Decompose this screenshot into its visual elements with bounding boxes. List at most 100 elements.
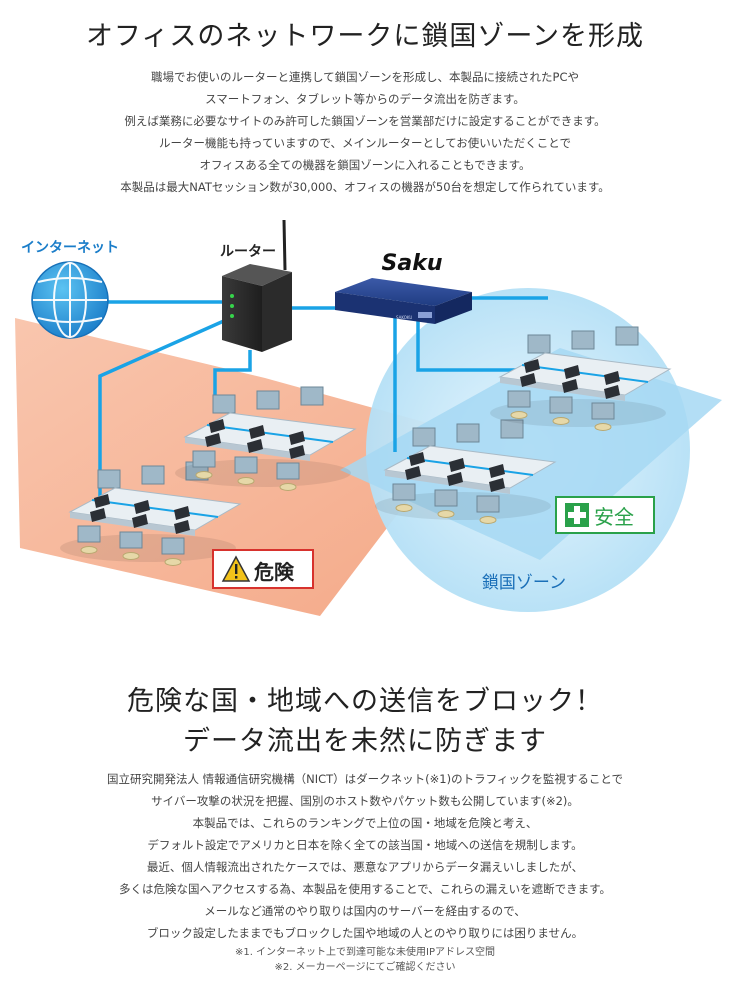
laptop-icon: [174, 520, 190, 534]
chair-base: [279, 483, 297, 491]
laptop-icon: [132, 514, 148, 528]
router-label: ルーター: [220, 244, 276, 260]
laptop-icon: [604, 371, 620, 385]
laptop-icon: [524, 359, 540, 373]
svg-text:SAKOKU: SAKOKU: [396, 315, 412, 320]
chair-base: [395, 504, 413, 512]
chair-front: [192, 450, 216, 468]
laptop-icon: [90, 508, 106, 522]
section2-line: 国立研究開発法人 情報通信研究機構（NICT）はダークネット(※1)のトラフィッ…: [106, 772, 624, 786]
network-diagram: インターネット ルーター Saku SAKOKU: [15, 219, 722, 616]
section2-line: メールなど通常のやり取りは国内のサーバーを経由するので、: [204, 904, 526, 918]
laptop-icon: [489, 478, 505, 492]
svg-text:安全: 安全: [594, 505, 634, 529]
chair-front: [476, 495, 500, 513]
green-cross-icon: [565, 503, 589, 527]
chair-back: [615, 326, 639, 346]
desk-clusters: [60, 326, 672, 566]
chair-front: [276, 462, 300, 480]
section1-line: ルーター機能も持っていますので、メインルーターとしてお使いいただくことで: [159, 136, 571, 150]
chair-base: [510, 411, 528, 419]
section2-line: 本製品では、これらのランキングで上位の国・地域を危険と考え、: [192, 816, 538, 830]
section1-line: オフィスある全ての機器を鎖国ゾーンに入れることもできます。: [199, 158, 531, 172]
warning-icon: [221, 555, 251, 582]
internet-label: インターネット: [21, 240, 119, 256]
laptop-icon: [562, 379, 578, 393]
chair-base: [594, 423, 612, 431]
chair-back: [256, 390, 280, 410]
chair-back: [500, 419, 524, 439]
desk-cluster: [375, 419, 557, 524]
chair-base: [479, 516, 497, 524]
sakoku-device-icon: SAKOKU: [335, 278, 472, 324]
chair-front: [434, 489, 458, 507]
safe-badge: 安全: [555, 496, 655, 534]
laptop-icon: [405, 466, 421, 480]
laptop-icon: [289, 445, 305, 459]
laptop-icon: [94, 494, 110, 508]
chair-front: [119, 531, 143, 549]
chair-back: [571, 330, 595, 350]
chair-back: [456, 423, 480, 443]
section1-line: スマートフォン、タブレット等からのデータ流出を防ぎます。: [205, 92, 525, 106]
danger-badge: 危険: [212, 549, 314, 589]
section2-paragraph: 国立研究開発法人 情報通信研究機構（NICT）はダークネット(※1)のトラフィッ…: [0, 768, 730, 944]
chair-base: [552, 417, 570, 425]
chair-base: [122, 552, 140, 560]
chair-front: [234, 456, 258, 474]
chair-front: [392, 483, 416, 501]
chair-base: [164, 558, 182, 566]
chair-back: [97, 469, 121, 489]
chair-front: [161, 537, 185, 555]
footnotes: ※1. インターネット上で到達可能な未使用IPアドレス空間 ※2. メーカーペー…: [0, 945, 730, 975]
zone-label: 鎖国ゾーン: [482, 573, 566, 593]
section2-line: デフォルト設定でアメリカと日本を除く全ての該当国・地域への送信を規制します。: [147, 838, 583, 852]
section2-title-line: データ流出を未然に防ぎます: [183, 726, 547, 757]
section2-line: 最近、個人情報流出されたケースでは、悪意なアプリからデータ漏えいしましたが、: [146, 860, 584, 874]
laptop-icon: [289, 431, 305, 445]
chair-base: [80, 546, 98, 554]
laptop-icon: [249, 425, 265, 439]
globe-icon: [31, 261, 109, 339]
laptop-icon: [449, 458, 465, 472]
section1-title: オフィスのネットワークに鎖国ゾーンを形成: [85, 21, 645, 52]
laptop-icon: [409, 452, 425, 466]
footnote: ※1. インターネット上で到達可能な未使用IPアドレス空間: [234, 947, 496, 958]
laptop-icon: [564, 365, 580, 379]
chair-base: [437, 510, 455, 518]
section2-line: サイバー攻撃の状況を把握、国別のホスト数やパケット数も公開しています(※2)。: [151, 794, 579, 808]
chair-back: [212, 394, 236, 414]
laptop-icon: [174, 506, 190, 520]
chair-back: [412, 427, 436, 447]
section2-line: 多くは危険な国へアクセスする為、本製品を使用することで、これらの漏えいを遮断でき…: [119, 882, 611, 896]
section1-paragraph: 職場でお使いのルーターと連携して鎖国ゾーンを形成し、本製品に接続されたPCや ス…: [0, 66, 730, 198]
laptop-icon: [604, 385, 620, 399]
section1-line: 本製品は最大NATセッション数が30,000、オフィスの機器が50台を想定して作…: [120, 180, 610, 194]
section2-title-line: 危険な国・地域への送信をブロック！: [127, 686, 603, 717]
footnote: ※2. メーカーページにてご確認ください: [274, 962, 456, 973]
section1-line: 例えば業務に必要なサイトのみ許可した鎖国ゾーンを営業部だけに設定することができま…: [124, 114, 606, 128]
brand-logo: Saku: [382, 251, 443, 276]
desk-cluster: [60, 461, 242, 566]
section2-line: ブロック設定したままでもブロックした国や地域の人とのやり取りには困りません。: [146, 926, 584, 940]
section2-title: 危険な国・地域への送信をブロック！ データ流出を未然に防ぎます: [0, 682, 730, 762]
chair-front: [549, 396, 573, 414]
chair-front: [507, 390, 531, 408]
chair-front: [77, 525, 101, 543]
zone-floor: [340, 348, 722, 560]
chair-base: [195, 471, 213, 479]
section1-line: 職場でお使いのルーターと連携して鎖国ゾーンを形成し、本製品に接続されたPCや: [150, 70, 580, 84]
chair-back: [141, 465, 165, 485]
svg-text:危険: 危険: [254, 560, 295, 584]
chair-front: [591, 402, 615, 420]
chair-base: [237, 477, 255, 485]
laptop-icon: [247, 439, 263, 453]
chair-back: [300, 386, 324, 406]
laptop-icon: [134, 500, 150, 514]
laptop-icon: [209, 419, 225, 433]
laptop-icon: [520, 373, 536, 387]
chair-back: [527, 334, 551, 354]
laptop-icon: [447, 472, 463, 486]
desk-cluster: [175, 386, 357, 491]
router-icon: [222, 219, 292, 352]
